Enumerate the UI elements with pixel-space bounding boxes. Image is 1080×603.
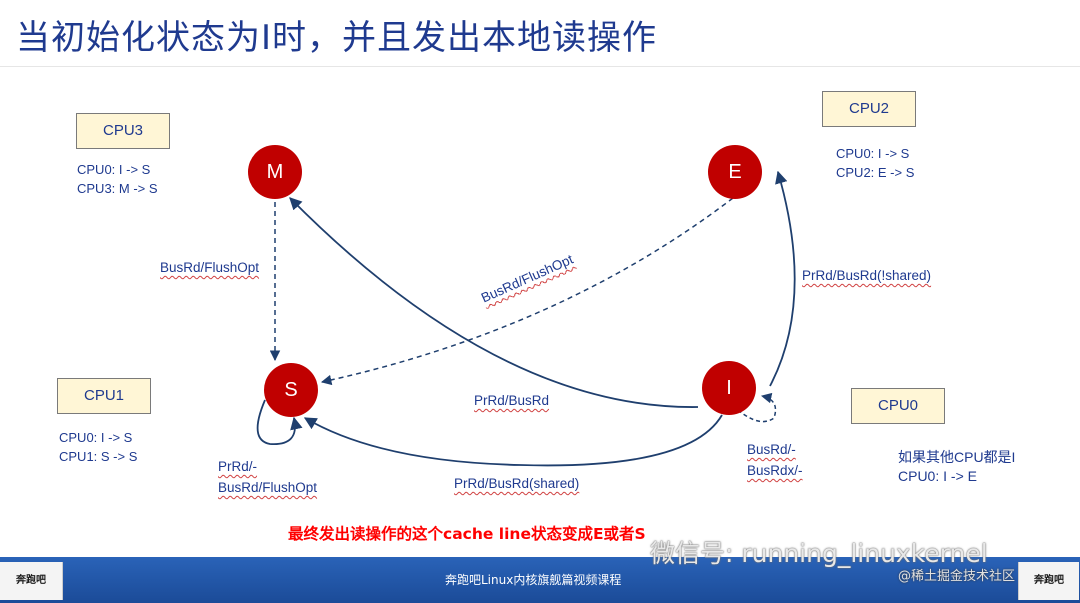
title-divider [0,66,1080,67]
state-m-circle: M [248,145,302,199]
cpu0-box: CPU0 [851,388,945,424]
cpu0-note-line: 如果其他CPU都是I [898,449,1016,465]
cpu3-note: CPU0: I -> S CPU3: M -> S [77,160,158,198]
juejin-watermark: @稀土掘金技术社区 [898,569,1016,584]
state-s-circle: S [264,363,318,417]
label-i-to-m: PrRd/BusRd [474,393,550,408]
footer-course-title: 奔跑吧Linux内核旗舰篇视频课程 [445,573,622,587]
state-i-circle: I [702,361,756,415]
arrow-i-to-m [289,197,699,408]
label-i-to-e: PrRd/BusRd(!shared) [802,268,932,283]
label-m-to-s: BusRd/FlushOpt [160,260,260,275]
arrow-i-to-e [769,170,796,387]
conclusion-text: 最终发出读操作的这个cache line状态变成E或者S [288,525,646,543]
cpu1-note-line: CPU1: S -> S [59,449,138,464]
cpu2-note-line: CPU0: I -> S [836,146,910,161]
cpu2-note-line: CPU2: E -> S [836,165,915,180]
cpu2-box: CPU2 [822,91,916,127]
label-s-self: PrRd/- BusRd/FlushOpt [218,456,317,498]
state-e-circle: E [708,145,762,199]
label-i-self-line: BusRdx/- [747,463,803,478]
arrow-s-self [256,399,303,445]
wechat-watermark: 微信号: running_linuxkernel [650,539,988,568]
cpu3-note-line: CPU3: M -> S [77,181,158,196]
label-s-self-line: BusRd/FlushOpt [218,480,318,495]
cpu1-note: CPU0: I -> S CPU1: S -> S [59,428,137,466]
cpu3-note-line: CPU0: I -> S [77,162,151,177]
arrow-i-to-s [303,414,723,467]
cpu2-note: CPU0: I -> S CPU2: E -> S [836,144,914,182]
footer-bar [0,557,1080,603]
cpu1-note-line: CPU0: I -> S [59,430,133,445]
cpu3-box: CPU3 [76,113,170,149]
label-i-self-line: BusRd/- [747,442,796,457]
footer-logo-right: 奔跑吧 [1018,562,1079,600]
cpu0-note-line: CPU0: I -> E [898,468,977,484]
cpu0-note: 如果其他CPU都是I CPU0: I -> E [898,448,1015,486]
label-i-self: BusRd/- BusRdx/- [747,439,803,481]
label-s-self-line: PrRd/- [218,459,258,474]
slide-title: 当初始化状态为I时，并且发出本地读操作 [16,18,658,58]
label-i-to-s: PrRd/BusRd(shared) [454,476,580,491]
cpu1-box: CPU1 [57,378,151,414]
arrow-e-to-s [320,197,734,386]
footer-logo-left: 奔跑吧 [0,562,63,600]
arrow-i-self [737,392,777,423]
